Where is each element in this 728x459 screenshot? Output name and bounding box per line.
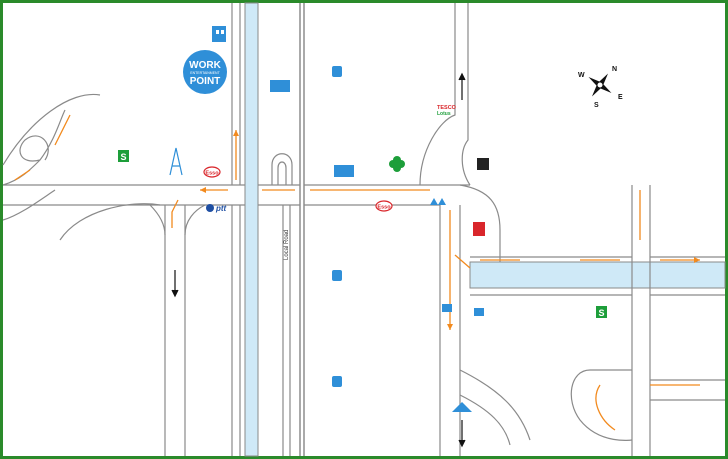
arrow-ptt-turn [171, 199, 179, 228]
compass-south: S [594, 102, 599, 109]
train-station-icon-2 [332, 270, 342, 281]
store-icon-2 [474, 308, 484, 316]
arrow-head-canal-road [694, 257, 700, 263]
road-uturn-top [271, 153, 293, 185]
road-canal-left-vertical [231, 3, 241, 456]
arrow-bottom-right [595, 384, 700, 431]
svg-text:S: S [120, 152, 126, 162]
ptt-label: ptt [215, 204, 227, 213]
train-station-icon [332, 66, 342, 77]
factory-icon [477, 158, 489, 170]
direction-arrow-down-left [171, 270, 179, 298]
gas-station-icon: S [118, 150, 129, 162]
road-right-branch [459, 184, 501, 262]
road-far-right-vertical [631, 185, 651, 456]
canal-vertical [244, 2, 259, 457]
hospital-icon [389, 156, 405, 172]
direction-arrow-up-right [458, 72, 466, 100]
railway-track [299, 3, 305, 456]
svg-text:S: S [598, 308, 604, 318]
workpoint-logo: WORK ENTERTAINMENT POINT [183, 50, 227, 94]
direction-arrow-down-right [458, 420, 466, 448]
arrow-head-canal [233, 130, 239, 136]
esso-logo: Esso [203, 166, 221, 178]
logo-line2: POINT [190, 76, 221, 87]
canal-horizontal [469, 261, 726, 289]
logo-line1: WORK [189, 60, 221, 71]
compass-north: N [612, 66, 617, 73]
lotus-label: Lotus [437, 111, 451, 117]
road-ptt-junction [149, 204, 206, 236]
esso-label-2: Esso [377, 205, 391, 211]
compass-east: E [618, 94, 623, 101]
building-icon [473, 222, 485, 236]
tower-icon [169, 147, 183, 176]
gas-station-icon-2: S [596, 306, 607, 318]
logo-tagline: ENTERTAINMENT [190, 71, 220, 75]
road-right-curve [419, 3, 471, 186]
arrow-right-branch [454, 254, 471, 269]
arrow-head-right-vertical [447, 324, 453, 330]
arrow-head-main [200, 187, 206, 193]
esso-logo-2: Esso [375, 200, 393, 212]
crown-icon [430, 198, 446, 205]
tesco-label: TESCO [437, 105, 457, 111]
temple-icon [452, 402, 472, 412]
compass-west: W [578, 72, 585, 79]
housing-estate-icon-2 [334, 165, 354, 177]
road-left-diagonal [2, 189, 161, 241]
ptt-logo: ptt [206, 204, 227, 213]
arrow-left-loop [14, 114, 71, 181]
road-right-vertical [439, 205, 461, 456]
road-bottom-diagonal [459, 369, 531, 446]
local-road-label: Local Road [284, 230, 290, 260]
store-icon [442, 304, 452, 312]
esso-label: Esso [205, 171, 219, 177]
road-bottom-right-loop [570, 369, 725, 441]
school-icon [212, 26, 226, 42]
tesco-lotus-logo: TESCO Lotus [437, 105, 457, 117]
compass-rose: N E S W [578, 66, 623, 109]
road-left-vertical [164, 205, 186, 456]
road-local-vertical [282, 205, 291, 456]
housing-estate-icon [270, 80, 290, 92]
train-station-icon-3 [332, 376, 342, 387]
